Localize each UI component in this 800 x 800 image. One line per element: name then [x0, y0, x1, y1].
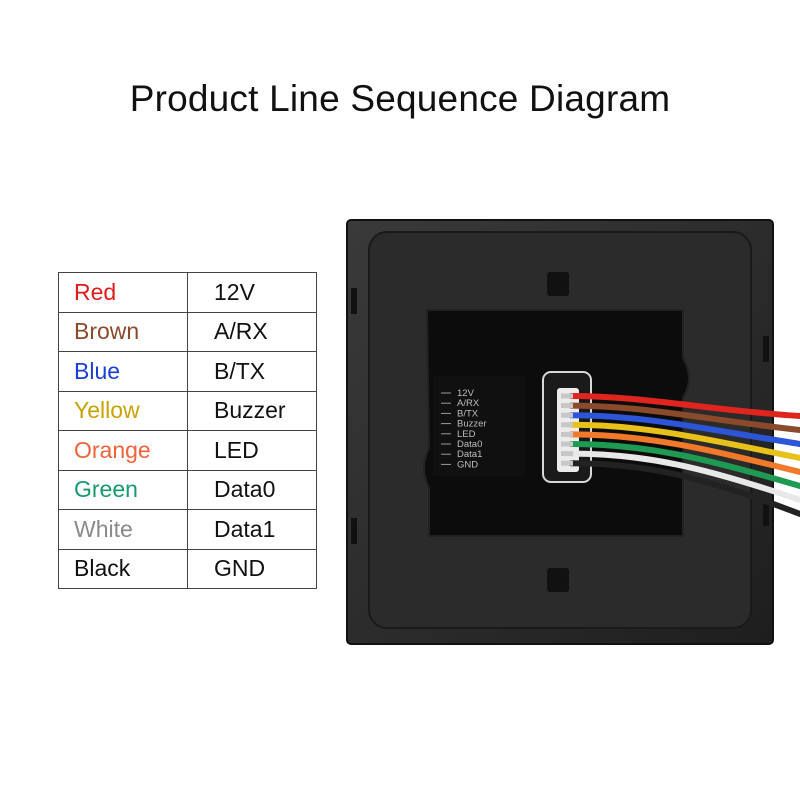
wire-signal: Data0 [187, 469, 317, 510]
case-clip-right-bottom [763, 500, 769, 526]
mount-slot-top [547, 272, 569, 296]
device-pin-label: LED [457, 429, 476, 440]
wire-signal: A/RX [187, 311, 317, 352]
device-pin-label: B/TX [457, 408, 479, 419]
case-clip-left-bottom [351, 518, 357, 544]
wire [568, 402, 800, 433]
connector-pin [561, 403, 573, 409]
device-pin-label: Data1 [457, 449, 482, 460]
connector-pin [561, 460, 573, 466]
mount-slot-bottom [547, 568, 569, 592]
wire [568, 450, 800, 503]
wire [568, 431, 800, 475]
wire-color-name: Brown [58, 311, 188, 352]
wire-color-name: Red [58, 272, 188, 313]
wire-signal: LED [187, 430, 317, 471]
page-title: Product Line Sequence Diagram [129, 78, 671, 119]
wire [568, 460, 800, 517]
wire-signal: B/TX [187, 351, 317, 392]
connector-pin [561, 431, 573, 437]
case-clip-right-top [763, 336, 769, 362]
wire-color-name: Orange [58, 430, 188, 471]
connector-pin [561, 393, 573, 399]
connector-pin [561, 412, 573, 418]
wire [568, 421, 800, 461]
wire-color-name: Black [58, 548, 188, 589]
connector-socket [557, 388, 579, 472]
case-clip-left-top [351, 288, 357, 314]
wire-color-name: White [58, 509, 188, 550]
wire [568, 441, 800, 489]
device-pin-label: Buzzer [457, 419, 487, 430]
wire-color-name: Blue [58, 351, 188, 392]
wire-signal: Buzzer [187, 390, 317, 431]
wire-color-name: Green [58, 469, 188, 510]
wire [568, 393, 800, 419]
wire [568, 412, 800, 447]
device-pin-label: Data0 [457, 439, 482, 450]
device-pin-label: A/RX [457, 398, 480, 409]
connector-pin [561, 441, 573, 447]
connector-pin [561, 422, 573, 428]
connector-pin [561, 451, 573, 457]
wire-signal: Data1 [187, 509, 317, 550]
device-pin-label: GND [457, 459, 478, 470]
device-pin-label: 12V [457, 388, 475, 399]
wire-signal: 12V [187, 272, 317, 313]
wire-signal: GND [187, 548, 317, 589]
wire-color-name: Yellow [58, 390, 188, 431]
